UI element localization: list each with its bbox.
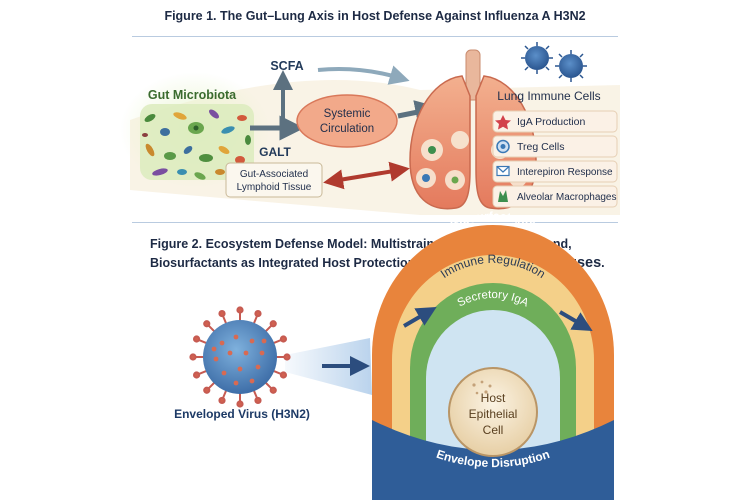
alveolus-cell	[428, 146, 436, 154]
figure2-title-line2-prefix: Biosurfactants as Integrated Host Protec…	[150, 256, 468, 270]
immune-cell-item-treg: Treg Cells	[492, 135, 618, 158]
virus-spike-tip	[192, 371, 201, 379]
systemic-circulation-line1: Systemic	[324, 108, 371, 120]
virus-surface-dot	[213, 356, 219, 362]
virus-spike-tip	[283, 353, 291, 361]
virus-spike-tip	[189, 353, 197, 361]
immune-cell-label: Alveolar Macrophages	[517, 192, 617, 203]
galt-full-line2: Lymphoid Tissue	[237, 182, 312, 193]
immune-cell-item-interferon: Interepiron Response	[492, 160, 618, 183]
trachea	[465, 49, 481, 101]
virus-surface-dot	[259, 350, 265, 356]
immune-cell-label: IgA Production	[517, 116, 585, 128]
small-virus-icon-2	[555, 50, 587, 82]
figure1-diagram: Gut Microbiota SCFA Systemic Circulation…	[120, 42, 620, 215]
gut-microbiota-cluster: Gut Microbiota	[120, 72, 270, 188]
immune-cell-label: Treg Cells	[517, 141, 564, 153]
virus-surface-dot	[219, 340, 225, 346]
virus-surface-dot	[233, 380, 239, 386]
virus-spike-tip	[218, 396, 226, 405]
figure2-diagram: Enveloped Virus (H3N2) Host Epithelial C…	[174, 209, 614, 500]
virus-surface-dot	[249, 378, 255, 384]
immune-cell-item-box	[492, 185, 618, 208]
virus-spike-tip	[203, 320, 211, 328]
biosurfactant-arrow-right	[558, 310, 593, 332]
systemic-circulation-node	[296, 94, 398, 148]
divider-top	[132, 36, 618, 37]
envelope-icon	[496, 165, 510, 177]
bacteria-icon	[142, 109, 251, 180]
virus-spike-tip	[269, 386, 277, 394]
gut-patch	[140, 104, 254, 180]
virus-surface-dot	[243, 350, 249, 356]
star-icon	[495, 115, 511, 130]
figure1-title: Figure 1. The Gut–Lung Axis in Host Defe…	[164, 9, 586, 23]
immune-cell-item-box	[492, 135, 618, 158]
virus-spike-tip	[203, 386, 211, 394]
virus-surface-dot	[227, 350, 233, 356]
envelope-disruption-layer	[372, 420, 614, 500]
alveolus-cell	[422, 174, 430, 182]
galt-box	[225, 162, 323, 198]
envelope-icon-flap	[496, 166, 510, 173]
immune-cell-item-iga: IgA Production	[492, 110, 618, 133]
macrophage-icon	[498, 190, 508, 202]
systemic-circulation-line2: Circulation	[320, 123, 374, 135]
gut-microbiota-label: Gut Microbiota	[148, 88, 237, 102]
virus-surface-dot	[249, 338, 255, 344]
immune-cell-item-box	[492, 160, 618, 183]
virus-spike-tip	[254, 396, 262, 405]
figure2-title-line2-end: .	[601, 256, 605, 270]
core-line1: Host	[481, 391, 506, 405]
virus-surface-dot	[233, 334, 239, 340]
small-virus-icon-1	[521, 42, 553, 74]
galt-full-line1: Gut-Associated	[240, 169, 308, 180]
virus-spike-tip	[279, 371, 288, 379]
scfa-label: SCFA	[270, 59, 303, 73]
virus-surface-dot	[221, 370, 227, 376]
virus-surface-dot	[261, 338, 267, 344]
virus-spike-tip	[192, 335, 201, 343]
virus-spike-tip	[236, 306, 244, 314]
virus-body	[203, 320, 277, 394]
ecosystem-defense-model: Host Epithelial Cell Biosurfactants Immu…	[372, 209, 614, 500]
virus-spike-tip	[279, 335, 288, 343]
enveloped-virus-label: Enveloped Virus (H3N2)	[174, 407, 310, 421]
immune-cell-item-macrophages: Alveolar Macrophages	[492, 185, 618, 208]
lung-immune-cells-title: Lung Immune Cells	[497, 89, 600, 103]
virus-surface-dot	[255, 364, 261, 370]
virus-spike-tip	[236, 400, 244, 408]
host-epithelial-cell	[448, 367, 538, 457]
cell-icon-nucleus	[500, 144, 506, 149]
scfa-to-lung-arrow	[317, 65, 410, 85]
biosurfactant-arrow-left	[402, 306, 437, 328]
core-line2: Epithelial	[469, 407, 518, 421]
immune-cell-label: Interepiron Response	[517, 167, 613, 178]
virus-spike-tip	[254, 309, 262, 318]
enveloped-virus-icon	[189, 306, 291, 408]
divider-middle	[132, 222, 618, 223]
galt-lung-bidirectional-arrow	[323, 161, 410, 190]
virus-surface-dot	[211, 346, 217, 352]
core-line3: Cell	[483, 423, 504, 437]
immune-cell-item-box	[492, 110, 618, 133]
virus-spike-tip	[218, 309, 226, 318]
alveolus-cell	[451, 176, 459, 184]
galt-label: GALT	[259, 145, 291, 159]
virus-spike-tip	[269, 320, 277, 328]
virus-surface-dot	[237, 366, 243, 372]
cell-texture-dots	[472, 380, 492, 395]
alveolus	[451, 131, 469, 149]
